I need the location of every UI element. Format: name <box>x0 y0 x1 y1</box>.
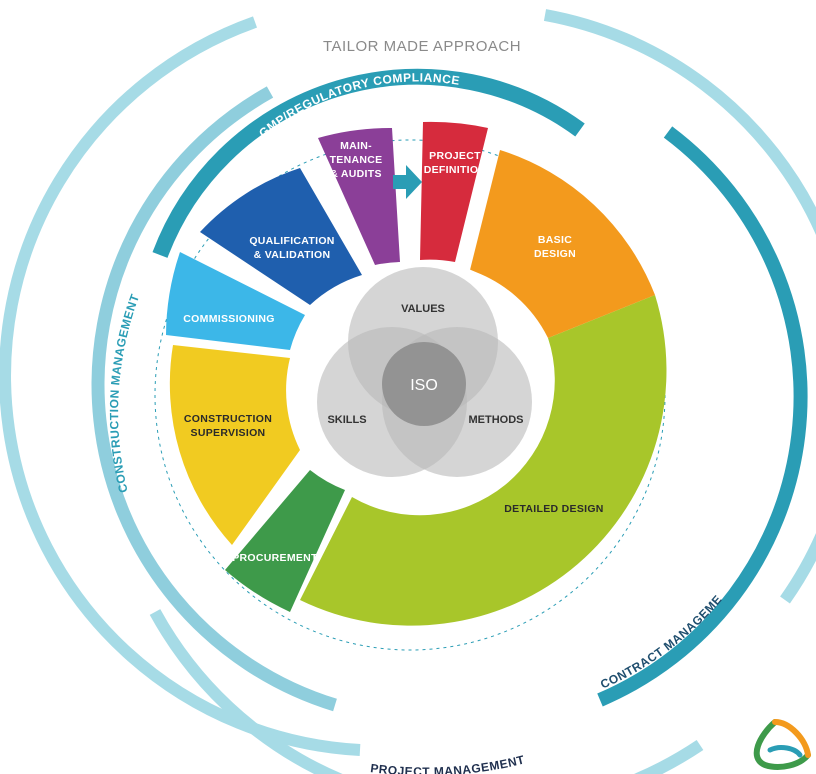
label-maintenance-line1: MAIN- <box>340 140 372 152</box>
label-qualification-line1: QUALIFICATION <box>249 235 334 247</box>
segment-procurement <box>225 470 345 612</box>
segment-detailed-design <box>300 295 667 626</box>
label-commissioning: COMMISSIONING <box>183 313 274 325</box>
venn-label-values: VALUES <box>401 303 445 315</box>
label-project-definition-line2: DEFINITION <box>424 164 487 176</box>
project-management-ring-right <box>543 9 816 604</box>
segment-project-definition <box>420 121 488 262</box>
venn-label-methods: METHODS <box>469 414 524 426</box>
label-maintenance-audits: MAIN- TENANCE & AUDITS <box>330 140 383 180</box>
segment-commissioning <box>166 252 305 350</box>
label-construction-supervision: CONSTRUCTION SUPERVISION <box>184 413 272 439</box>
ring-label-project-management-path: PROJECT MANAGEMENT <box>370 752 526 774</box>
label-procurement: PROCUREMENT <box>232 552 318 564</box>
segment-construction-supervision <box>169 345 300 545</box>
venn-iso-circle <box>382 342 466 426</box>
venn-label-skills: SKILLS <box>327 414 366 426</box>
label-detailed-design: DETAILED DESIGN <box>504 503 603 515</box>
construction-management-ring <box>91 86 337 712</box>
project-management-ring <box>0 16 361 756</box>
gmp-ring <box>152 68 585 258</box>
ring-label-project-management: PROJECT MANAGEMENT <box>370 752 527 774</box>
label-project-definition-line1: PROJECT <box>429 150 481 162</box>
label-basic-design: BASIC DESIGN <box>534 234 576 260</box>
label-construction-supervision-line1: CONSTRUCTION <box>184 413 272 425</box>
label-qualification-validation: QUALIFICATION & VALIDATION <box>249 235 334 261</box>
segment-qualification-validation <box>200 168 362 305</box>
label-project-definition: PROJECT DEFINITION <box>424 150 487 176</box>
label-construction-supervision-line2: SUPERVISION <box>191 427 266 439</box>
label-basic-design-line1: BASIC <box>538 234 572 246</box>
label-qualification-line2: & VALIDATION <box>254 249 331 261</box>
segment-maintenance-audits <box>318 127 400 265</box>
contract-management-ring <box>597 126 808 707</box>
label-maintenance-line3: & AUDITS <box>330 168 382 180</box>
label-basic-design-line2: DESIGN <box>534 248 576 260</box>
ring-label-construction-management: CONSTRUCTION MANAGEMENT <box>107 292 142 494</box>
label-maintenance-line2: TENANCE <box>330 154 383 166</box>
ring-label-construction-path: CONSTRUCTION MANAGEMENT <box>107 292 142 494</box>
project-management-ring-bottom <box>149 609 704 774</box>
cycle-arrow-icon <box>393 165 422 199</box>
venn-label-iso: ISO <box>410 377 438 394</box>
segment-basic-design <box>470 150 655 338</box>
diagram-title: TAILOR MADE APPROACH <box>323 38 521 55</box>
company-logo-icon <box>753 719 811 770</box>
